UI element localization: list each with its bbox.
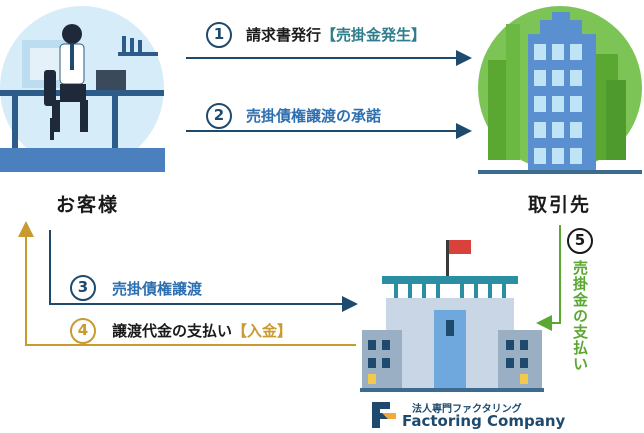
step3-arrow — [49, 230, 358, 312]
factoring-logo-icon — [372, 402, 396, 428]
step5-number: 5 — [567, 228, 593, 254]
step4-number: 4 — [70, 318, 96, 344]
step5-arrow — [536, 225, 561, 331]
step2-label: 売掛債権譲渡の承諾 — [246, 107, 382, 125]
step5-label: 売掛金の支払い — [571, 260, 589, 372]
step4-highlight: 【入金】 — [232, 322, 293, 340]
step4-arrow — [18, 221, 356, 346]
step2-number: 2 — [206, 103, 232, 129]
company-logo: 法人専門ファクタリング Factoring Company — [368, 400, 568, 430]
company-tagline: 法人専門ファクタリング — [412, 404, 522, 415]
step1-text: 請求書発行 — [246, 26, 322, 44]
step3-label: 売掛債権譲渡 — [112, 280, 203, 298]
step1-number: 1 — [206, 22, 232, 48]
step1-highlight: 【売掛金発生】 — [321, 26, 427, 44]
customer-label: お客様 — [56, 194, 120, 216]
company-name: Factoring Company — [402, 412, 566, 430]
step4-label: 譲渡代金の支払い【入金】 — [112, 320, 292, 341]
step4-text: 譲渡代金の支払い — [112, 322, 233, 340]
step3-number: 3 — [70, 275, 96, 301]
step1-label: 請求書発行【売掛金発生】 — [246, 24, 426, 45]
client-label: 取引先 — [528, 194, 592, 216]
